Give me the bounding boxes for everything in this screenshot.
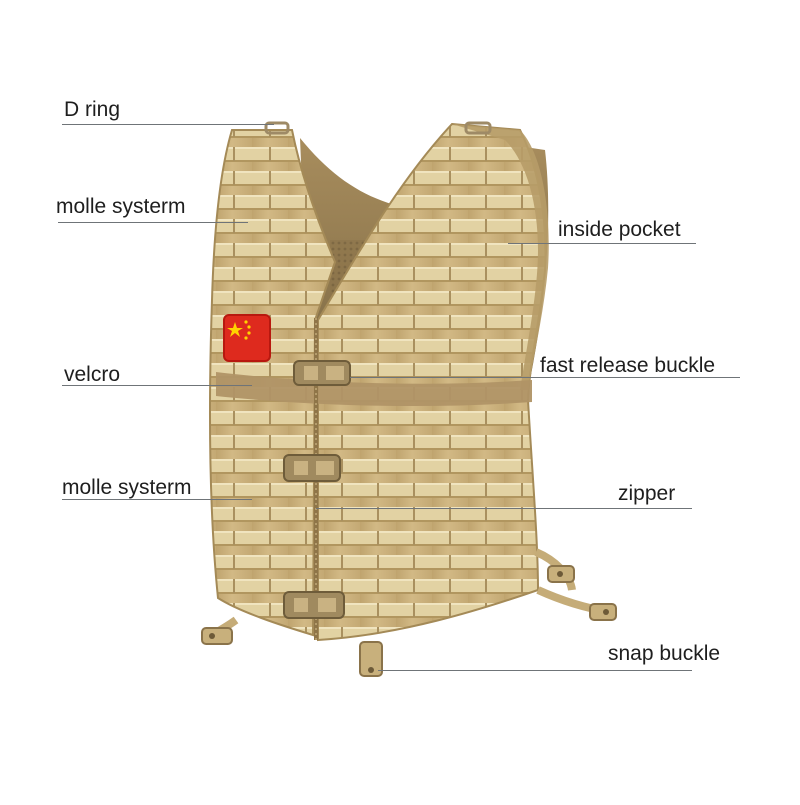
label-d-ring: D ring (64, 98, 121, 121)
label-molle-lower: molle systerm (62, 476, 192, 499)
label-molle-upper: molle systerm (56, 195, 186, 218)
snap-buckle-icon (201, 565, 617, 677)
leader-inside-pocket (508, 243, 696, 244)
leader-fast-release-buckle (350, 377, 740, 378)
d-ring-icon (264, 121, 492, 135)
flag-china-patch (223, 314, 271, 362)
label-snap-buckle: snap buckle (608, 642, 721, 665)
label-zipper: zipper (618, 482, 676, 505)
label-inside-pocket: inside pocket (558, 218, 681, 241)
label-fast-release-buckle: fast release buckle (540, 354, 716, 377)
leader-molle-upper (58, 222, 248, 223)
label-velcro: velcro (64, 363, 121, 386)
leader-molle-lower (62, 499, 252, 500)
leader-zipper (316, 508, 692, 509)
fast-release-buckle-icon (283, 360, 351, 619)
leader-d-ring (62, 124, 274, 125)
leader-velcro (62, 385, 252, 386)
leader-snap-buckle (378, 670, 692, 671)
